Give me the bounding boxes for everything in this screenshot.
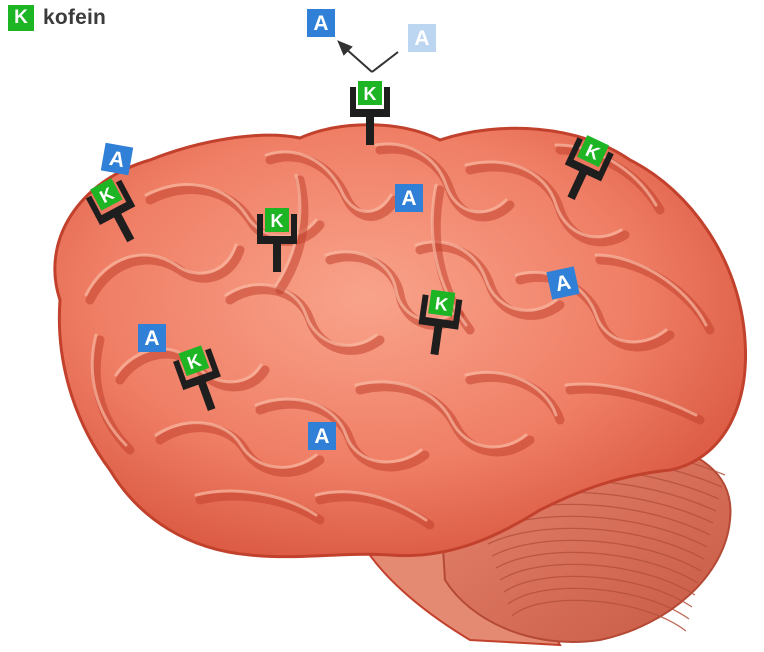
release-arrow (339, 42, 398, 72)
adenosine-molecule: A (307, 9, 335, 37)
adenosine-molecule: A (395, 184, 423, 212)
adenosine-label: A (314, 425, 329, 448)
adenosine-molecule: A (138, 324, 166, 352)
adenosine-label: A (401, 187, 416, 210)
adenosine-label: A (144, 327, 159, 350)
adenosine-molecule: A (308, 422, 336, 450)
receptor-stem (366, 113, 374, 145)
caffeine-label: K (271, 211, 284, 231)
adenosine-label: A (414, 27, 429, 50)
adenosine-molecule: A (101, 143, 133, 175)
adenosine-molecule: A (546, 266, 579, 299)
adenosine-label: A (313, 12, 328, 35)
adenosine-molecule-released: A (408, 24, 436, 52)
caffeine-label: K (434, 293, 450, 315)
receptor-stem (273, 240, 281, 272)
caffeine-label: K (364, 84, 377, 104)
